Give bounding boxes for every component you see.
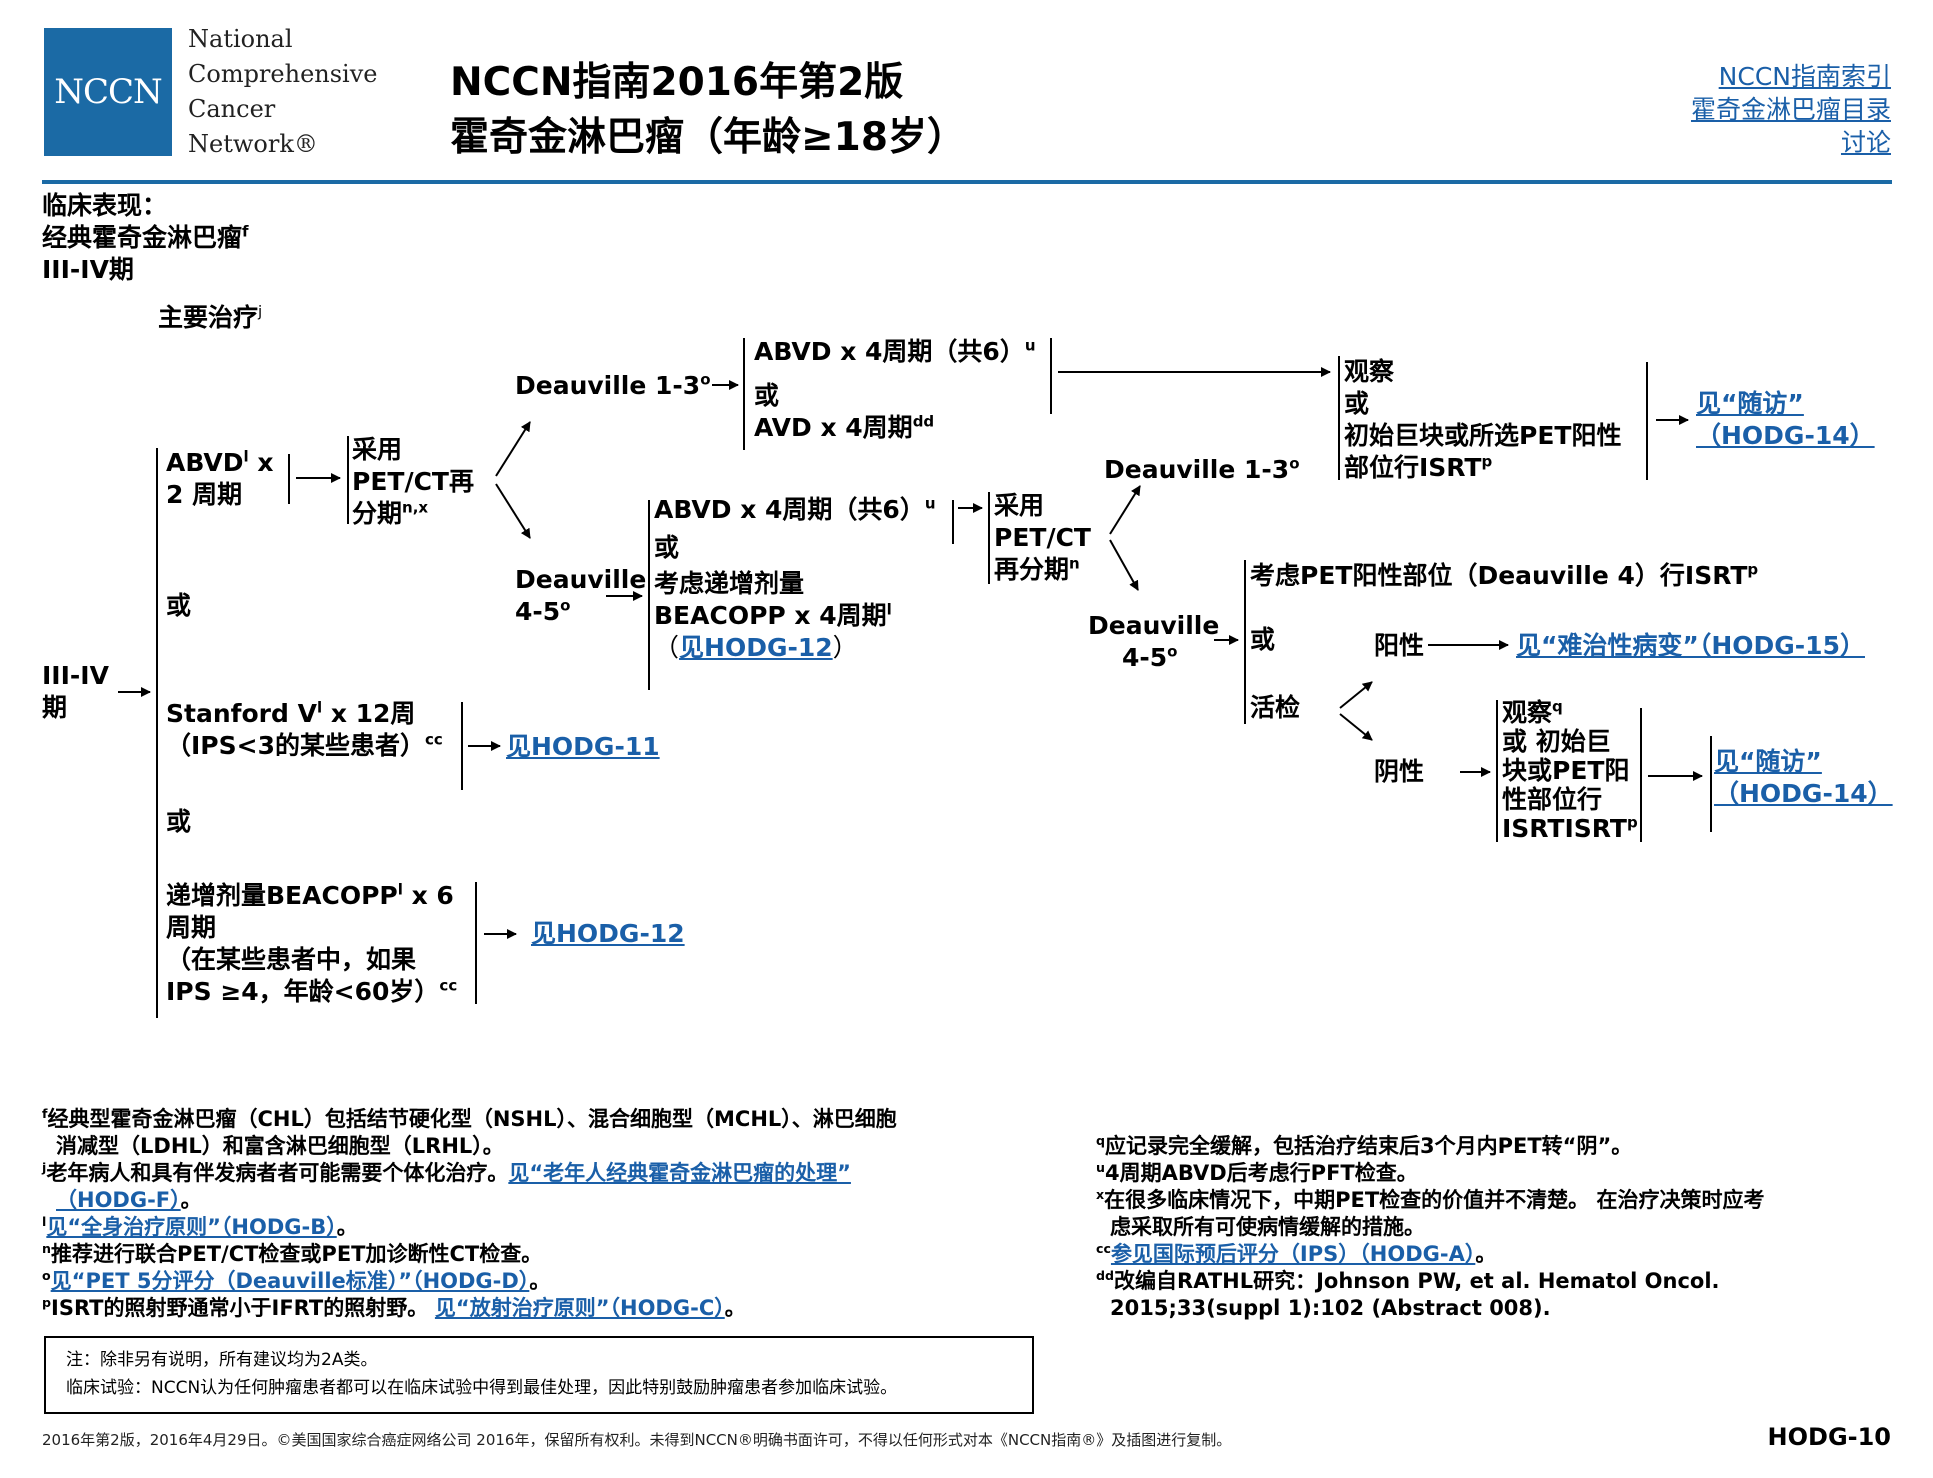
guidelines-index-link[interactable]: NCCN指南索引: [1718, 62, 1891, 91]
or-label-2: 或: [166, 807, 192, 836]
footnotes-right: q应记录完全缓解，包括治疗结束后3个月内PET转“阴”。 u4周期ABVD后考虑…: [1096, 1133, 1765, 1320]
deauville45-options-bracket: [1244, 560, 1246, 724]
followup-link-2: 见“随访” （HODG-14）: [1714, 747, 1893, 808]
logo-name-line: Network®: [188, 130, 318, 158]
presentation-type: 经典霍奇金淋巴瘤f: [42, 222, 249, 252]
note-box: 注：除非另有说明，所有建议均为2A类。 临床试验：NCCN认为任何肿瘤患者都可以…: [44, 1336, 1034, 1414]
abvd-avd-right-bracket: [1050, 338, 1052, 414]
consider-isrt-d4: 考虑PET阳性部位（Deauville 4）行ISRTp: [1250, 560, 1759, 590]
observe1-right-bracket: [1646, 362, 1648, 480]
footnote-ips-link[interactable]: 参见国际预后评分（IPS）（HODG-A）: [1110, 1242, 1476, 1266]
footnotes-left: f经典型霍奇金淋巴瘤（CHL）包括结节硬化型（NSHL）、混合细胞型（MCHL）…: [42, 1106, 897, 1320]
restage2-bracket: [988, 492, 990, 584]
logo-letters: NCCN: [54, 72, 163, 112]
stage-node: III-IV 期: [42, 661, 109, 722]
restage-pet-ct-2: 采用 PET/CT 再分期n: [994, 491, 1091, 584]
restage-pet-ct-1: 采用 PET/CT再 分期n,x: [352, 435, 474, 528]
logo-name-line: National: [188, 25, 293, 53]
abvd-or-avd: ABVD x 4周期（共6）u 或 AVD x 4周期dd: [754, 336, 1036, 442]
treatment-bracket: [156, 448, 158, 1018]
observe-or-isrt-1: 观察 或 初始巨块或所选PET阳性 部位行ISRTp: [1344, 357, 1622, 482]
footnote-radiation-link[interactable]: 见“放射治疗原则”（HODG-C）: [434, 1296, 725, 1320]
arrow-restage2-to-d45: [1109, 539, 1139, 591]
followup-link-1: 见“随访” （HODG-14）: [1696, 389, 1875, 450]
arrow-restage2-to-d13: [1109, 485, 1141, 535]
stanford-v-option: Stanford Vl x 12周 （IPS<3的某些患者）cc: [166, 698, 443, 760]
arrow-restage1-to-d13: [495, 421, 531, 477]
title-line-2: 霍奇金淋巴瘤（年龄≥18岁）: [450, 115, 966, 160]
arrow-biopsy-to-positive: [1339, 681, 1373, 709]
stanford-bracket: [461, 702, 463, 790]
or-label-3: 或: [1250, 625, 1276, 654]
escalated-beacopp-option: 递增剂量BEACOPPl x 6 周期 （在某些患者中，如果 IPS ≥4，年龄…: [166, 880, 458, 1006]
negative-label: 阴性: [1374, 757, 1425, 786]
observe-or-isrt-2: 观察q 或 初始巨 块或PET阳 性部位行 ISRTISRTp: [1502, 697, 1638, 843]
deauville-1-3-first: Deauville 1-3o: [515, 370, 711, 400]
refractory-disease-link[interactable]: 见“难治性病变”（HODG-15）: [1516, 631, 1865, 660]
abvd-bracket: [288, 454, 290, 504]
arrow-restage1-to-d45: [495, 483, 531, 539]
page-id: HODG-10: [1767, 1423, 1891, 1451]
logo-wordmark: National Comprehensive Cancer Network®: [188, 22, 377, 162]
deauville-1-3-second: Deauville 1-3o: [1104, 454, 1300, 484]
presentation-stage: III-IV期: [42, 255, 134, 284]
observe2-right-bracket: [1640, 708, 1642, 842]
footnote-elderly-link[interactable]: 见“老年人经典霍奇金淋巴瘤的处理”: [508, 1161, 851, 1185]
positive-label: 阳性: [1374, 631, 1425, 660]
nccn-logo: NCCN: [44, 28, 172, 156]
followup2-bracket: [1710, 736, 1712, 832]
abvd-beacopp-bracket: [648, 500, 650, 690]
observe2-bracket: [1496, 700, 1498, 842]
footnote-deauville-link[interactable]: 见“PET 5分评分（Deauville标准）”（HODG-D）: [50, 1269, 530, 1293]
header-links: NCCN指南索引 霍奇金淋巴瘤目录 讨论: [1691, 60, 1891, 159]
hodgkin-toc-link[interactable]: 霍奇金淋巴瘤目录: [1690, 95, 1891, 124]
see-hodg-12-inline-link[interactable]: 见HODG-12: [679, 633, 833, 662]
footnote-systemic-therapy-link[interactable]: 见“全身治疗原则”（HODG-B）: [46, 1215, 337, 1239]
presentation-label: 临床表现：: [42, 191, 168, 220]
primary-treatment-label: 主要治疗j: [158, 302, 263, 332]
restage1-bracket: [347, 436, 349, 524]
note-clinical-trials: 临床试验：NCCN认为任何肿瘤患者都可以在临床试验中得到最佳处理，因此特别鼓励肿…: [66, 1378, 898, 1398]
logo-name-line: Comprehensive: [188, 60, 378, 88]
biopsy-label: 活检: [1250, 693, 1301, 722]
abvd-beacopp-right-bracket: [952, 500, 954, 544]
see-hodg-12-link[interactable]: 见HODG-12: [531, 919, 685, 948]
note-category: 注：除非另有说明，所有建议均为2A类。: [66, 1350, 378, 1370]
discussion-link[interactable]: 讨论: [1840, 128, 1891, 157]
title-line-1: NCCN指南2016年第2版: [450, 60, 904, 105]
page-title: NCCN指南2016年第2版 霍奇金淋巴瘤（年龄≥18岁）: [450, 55, 966, 165]
abvd-or-beacopp: ABVD x 4周期（共6）u 或 考虑递增剂量 BEACOPP x 4周期l …: [654, 494, 936, 662]
abvd-avd-bracket: [743, 338, 745, 450]
arrow-biopsy-to-negative: [1339, 713, 1373, 741]
logo-name-line: Cancer: [188, 95, 276, 123]
see-hodg-11-link[interactable]: 见HODG-11: [506, 732, 660, 761]
or-label: 或: [166, 591, 192, 620]
header-divider: [42, 180, 1892, 184]
beacopp-bracket: [475, 882, 477, 1004]
deauville-4-5-first: Deauville 4-5o: [515, 565, 647, 626]
observe1-bracket: [1338, 356, 1340, 480]
copyright-footer: 2016年第2版，2016年4月29日。©美国国家综合癌症网络公司 2016年，…: [42, 1431, 1232, 1449]
abvd-2-cycles: ABVDl x 2 周期: [166, 447, 274, 509]
deauville-4-5-second: Deauville 4-5o: [1088, 611, 1220, 672]
